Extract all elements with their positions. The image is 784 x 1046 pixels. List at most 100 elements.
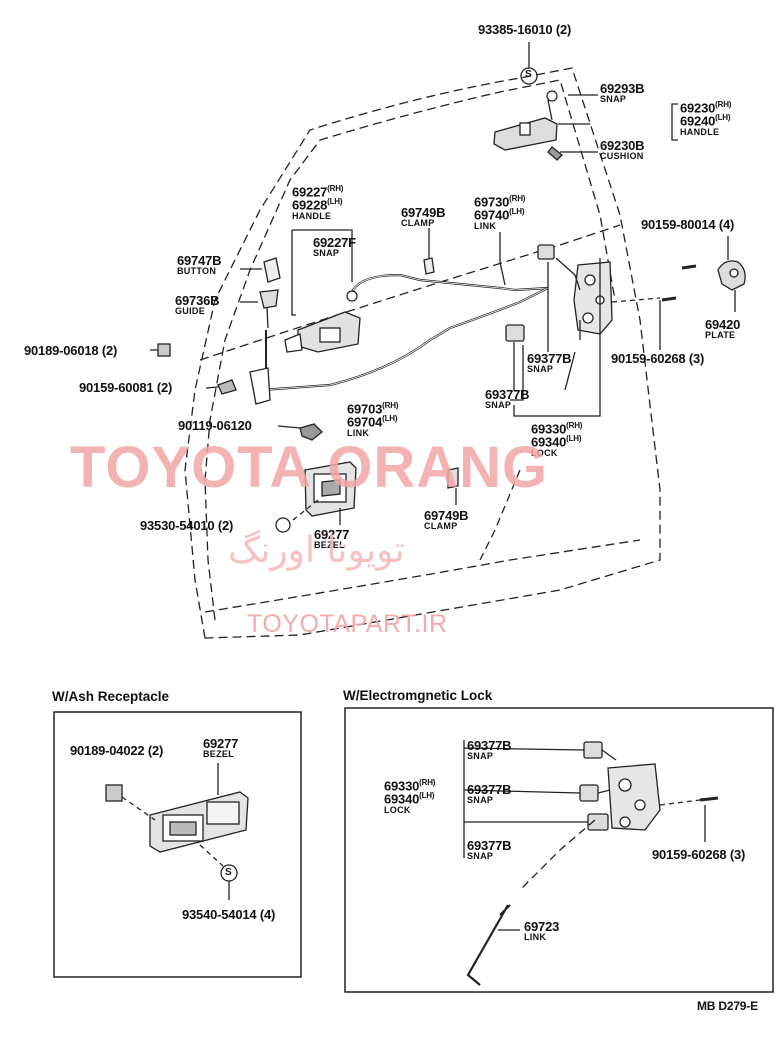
elec-snap-2: 69377B SNAP	[467, 782, 512, 805]
watermark-main: TOYOTA ORANG	[70, 435, 549, 500]
part-name: CLAMP	[424, 521, 458, 531]
part-number: 69730	[474, 194, 510, 210]
part-name: LOCK	[384, 804, 411, 815]
door-inner-line	[204, 79, 616, 621]
electromagnetic-lock-box	[344, 707, 774, 993]
ash-bezel-drawing	[149, 791, 249, 853]
part-number: 69340	[531, 434, 567, 450]
part-name: SNAP	[527, 364, 554, 374]
part-name: CUSHION	[600, 151, 644, 161]
part-side: (RH)	[327, 184, 344, 193]
part-number: 69377B	[467, 782, 512, 797]
part-number: 69277	[203, 736, 239, 751]
part-number: 69704	[347, 414, 383, 430]
part-qty: (2)	[156, 380, 173, 395]
part-name: LINK	[474, 220, 497, 231]
part-number: 69293B	[600, 81, 645, 96]
part-side: (RH)	[566, 421, 583, 430]
part-69747b: 69747B BUTTON	[177, 253, 222, 276]
part-93385-label: 93385-16010 (2)	[478, 23, 571, 36]
door-lock-drawing	[505, 244, 613, 342]
part-number: 69227F	[313, 235, 356, 250]
elec-snap-3: 69377B SNAP	[467, 838, 512, 861]
part-qty: (2)	[555, 22, 572, 37]
part-number: 69740	[474, 207, 510, 223]
part-name: LINK	[524, 932, 547, 942]
part-name: SNAP	[313, 248, 340, 258]
part-number: 93385-16010	[478, 22, 553, 37]
part-90119-06120: 90119-06120	[178, 418, 252, 433]
part-90159-60268: 90159-60268 (3)	[611, 352, 704, 365]
part-name: BUTTON	[177, 266, 217, 276]
part-number: 69227	[292, 184, 328, 200]
part-name: CLAMP	[401, 218, 435, 228]
part-qty: (2)	[101, 343, 118, 358]
part-side: (LH)	[509, 207, 525, 217]
part-number: 90159-60268	[652, 847, 727, 862]
part-qty: (4)	[718, 217, 735, 232]
part-69230b: 69230B CUSHION	[600, 139, 645, 161]
part-number: 69736B	[175, 293, 220, 308]
part-name: SNAP	[467, 751, 494, 761]
outside-handle-drawing	[493, 90, 563, 161]
part-number: 69749B	[401, 205, 446, 220]
part-number: 69330	[531, 421, 567, 437]
part-69730-69740: 69730(RH) 69740(LH) LINK	[474, 195, 525, 231]
part-number: 90159-60268	[611, 351, 686, 366]
clip-90189-drawing	[157, 343, 171, 357]
ash-receptacle-box	[53, 711, 302, 978]
part-number: 90159-60081	[79, 380, 154, 395]
part-name: SNAP	[467, 851, 494, 861]
part-90159-60081: 90159-60081 (2)	[79, 381, 172, 394]
part-name: PLATE	[705, 330, 736, 340]
part-number: 69420	[705, 317, 741, 332]
part-number: 93540-54014	[182, 907, 257, 922]
ash-part-69277: 69277 BEZEL	[203, 737, 238, 759]
part-number: 69747B	[177, 253, 222, 268]
part-number: 69377B	[467, 738, 512, 753]
part-90159-80014: 90159-80014 (4)	[641, 218, 734, 231]
part-number: 69377B	[527, 351, 572, 366]
part-69749b-top: 69749B CLAMP	[401, 205, 446, 228]
part-number: 69377B	[467, 838, 512, 853]
part-name: HANDLE	[292, 210, 332, 221]
part-69703-69704: 69703(RH) 69704(LH) LINK	[347, 402, 398, 438]
diagram-code: MB D279-E	[697, 999, 758, 1013]
part-69330-69340: 69330(RH) 69340(LH) LOCK	[531, 422, 582, 458]
inside-handle-drawing	[284, 290, 361, 353]
part-number: 90189-06018	[24, 343, 99, 358]
part-90189-06018: 90189-06018 (2)	[24, 344, 117, 357]
part-side: (RH)	[382, 401, 399, 410]
part-number: 69277	[314, 527, 350, 542]
part-name: LOCK	[531, 447, 558, 458]
part-number: 69230	[680, 100, 716, 116]
part-side: (LH)	[327, 197, 343, 207]
part-93530-54010: 93530-54010 (2)	[140, 519, 233, 532]
part-qty: (3)	[729, 847, 746, 862]
part-69227-69228: 69227(RH) 69228(LH) HANDLE	[292, 185, 343, 221]
part-side: (LH)	[566, 434, 582, 444]
electromagnetic-lock-drawing	[579, 741, 661, 831]
part-69227f: 69227F SNAP	[313, 236, 356, 258]
part-side: (LH)	[715, 113, 731, 123]
part-qty: (2)	[217, 518, 234, 533]
part-side: (LH)	[382, 414, 398, 424]
part-number: 69377B	[485, 387, 530, 402]
watermark-url: TOYOTAPART.IR	[247, 610, 448, 638]
part-number: 90159-80014	[641, 217, 716, 232]
part-number: 93530-54010	[140, 518, 215, 533]
electromagnetic-lock-title: W/Electromgnetic Lock	[343, 688, 493, 703]
part-69736b: 69736B GUIDE	[175, 293, 220, 316]
elec-link-69723: 69723 LINK	[524, 920, 559, 942]
part-name: LINK	[347, 427, 370, 438]
part-number: 90189-04022	[70, 743, 145, 758]
part-number: 69240	[680, 113, 716, 129]
ash-part-90189-04022: 90189-04022 (2)	[70, 744, 163, 757]
elec-lock-69330-69340: 69330(RH) 69340(LH) LOCK	[384, 779, 435, 815]
elec-part-90159-60268: 90159-60268 (3)	[652, 848, 745, 861]
part-number: 69340	[384, 791, 420, 807]
ash-s-mark-label: S	[225, 867, 232, 878]
part-side: (RH)	[509, 194, 526, 203]
part-69230-69240: 69230(RH) 69240(LH) HANDLE	[680, 101, 731, 137]
